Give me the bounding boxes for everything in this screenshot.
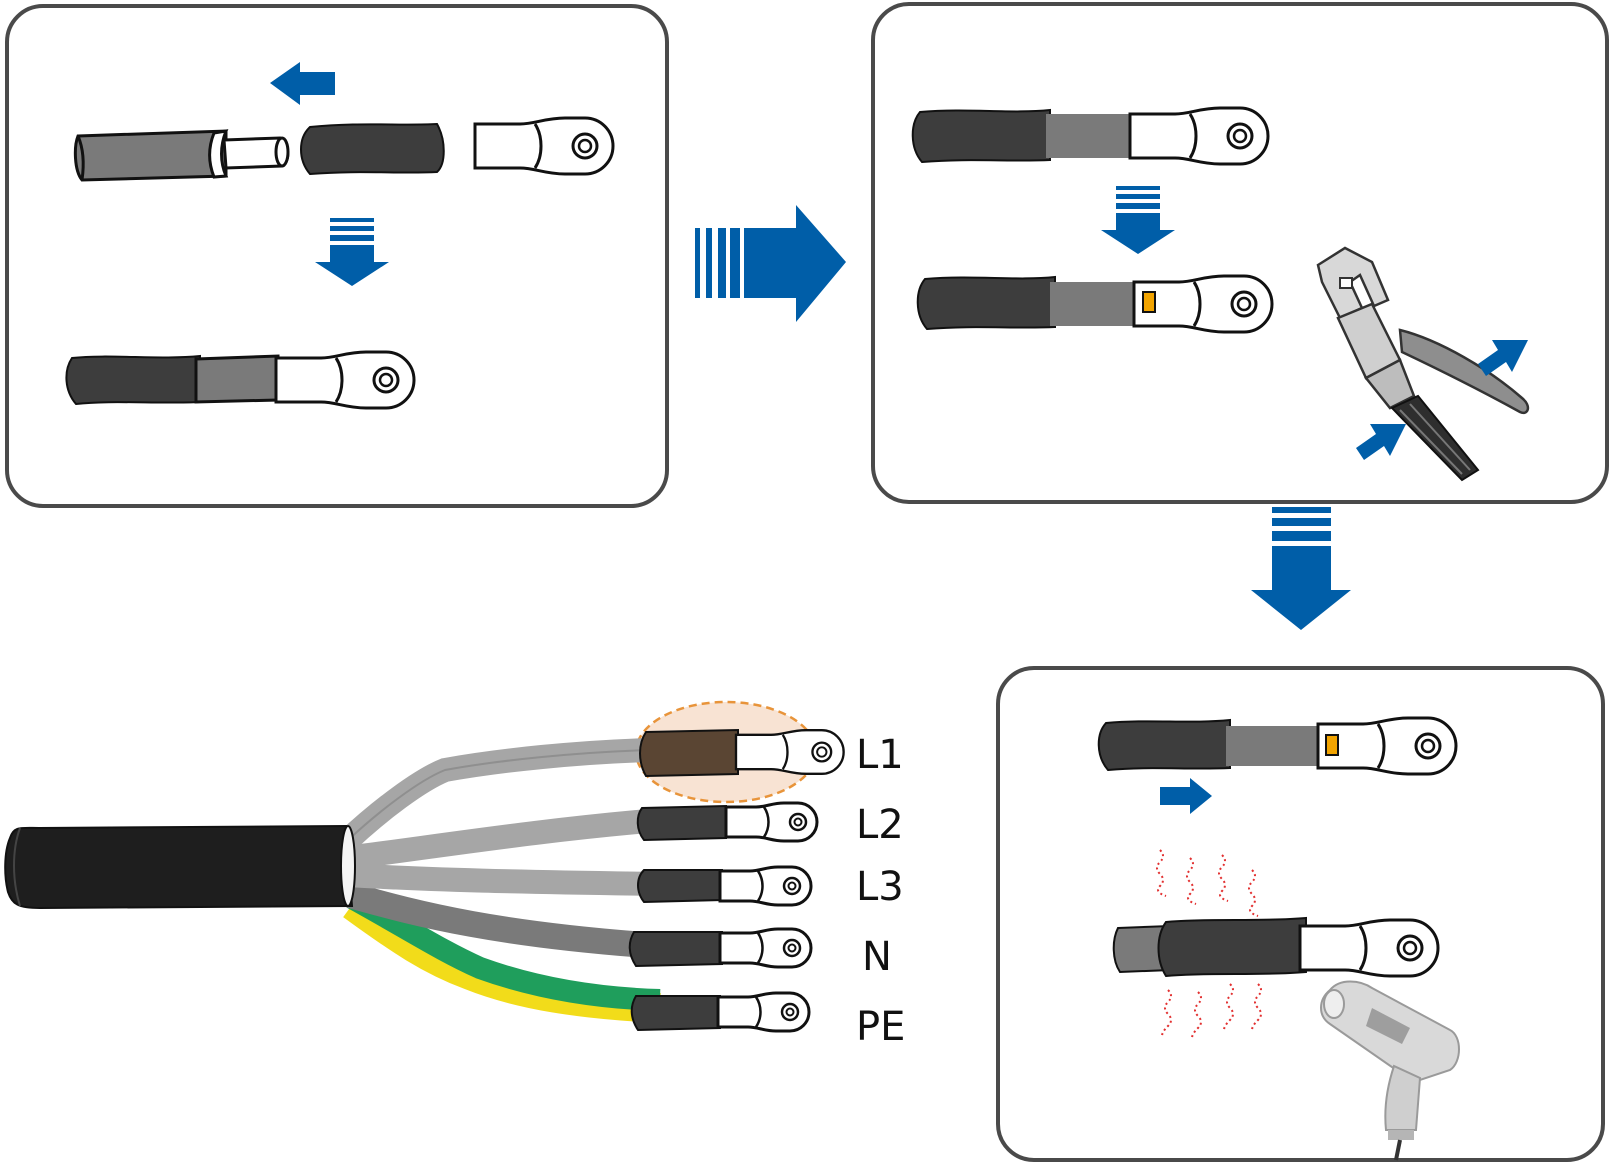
process-arrow-right-icon bbox=[695, 205, 846, 322]
ring-terminal-icon bbox=[734, 728, 845, 776]
hydraulic-crimping-tool-icon bbox=[1316, 246, 1530, 482]
cable-before-shrink bbox=[1097, 716, 1458, 776]
assembled-cable-step1 bbox=[65, 350, 416, 410]
ring-terminal-icon bbox=[473, 116, 615, 176]
heat-gun-icon bbox=[1320, 980, 1460, 1161]
ring-terminal-icon bbox=[718, 927, 813, 969]
crimp-mark bbox=[1325, 734, 1339, 756]
cable-shrunk bbox=[1112, 916, 1440, 978]
left-arrow-icon bbox=[270, 62, 335, 105]
crimp-mark bbox=[1142, 291, 1156, 313]
step2-panel bbox=[871, 2, 1609, 504]
label-pe: PE bbox=[856, 1004, 905, 1050]
press-arrow-icon bbox=[1356, 424, 1406, 460]
heat-waves bbox=[1156, 849, 1262, 1039]
heat-shrink-tube bbox=[300, 122, 445, 176]
label-l2: L2 bbox=[856, 802, 904, 848]
step3-panel bbox=[996, 666, 1605, 1162]
cable-crimped bbox=[916, 274, 1274, 334]
process-arrow-down-icon bbox=[1251, 507, 1351, 630]
stripped-cable bbox=[73, 129, 290, 182]
step1-panel bbox=[5, 4, 669, 508]
ring-terminal-icon bbox=[718, 865, 813, 907]
ring-terminal-icon bbox=[716, 991, 811, 1033]
ring-terminal-icon bbox=[1298, 918, 1440, 978]
cable-before-crimp bbox=[911, 106, 1270, 166]
ring-terminal-icon bbox=[274, 350, 416, 410]
label-n: N bbox=[862, 934, 892, 980]
label-l3: L3 bbox=[856, 864, 904, 910]
slide-right-arrow-icon bbox=[1160, 778, 1212, 814]
ring-terminal-icon bbox=[1128, 106, 1270, 166]
ring-terminal-icon bbox=[724, 801, 819, 843]
press-arrow-icon bbox=[1478, 340, 1528, 376]
label-l1: L1 bbox=[856, 732, 904, 778]
fanout-cable bbox=[4, 700, 845, 1033]
